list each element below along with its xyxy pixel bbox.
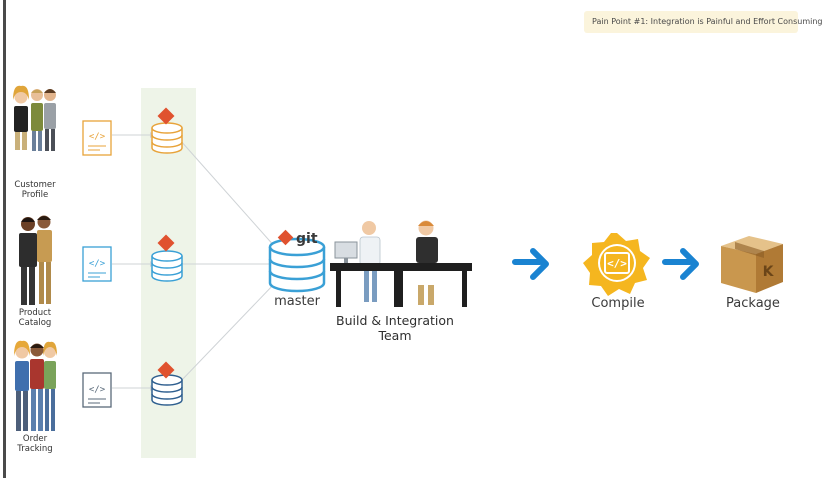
- person-icon: [44, 89, 56, 151]
- code-file-icon: </>: [82, 372, 112, 408]
- compile-badge-icon: </>: [583, 233, 650, 296]
- connector-line-1: [179, 139, 277, 249]
- connector-line-3: [179, 281, 277, 383]
- person-icon: [43, 341, 57, 431]
- integration-team-label: Build & Integration Team: [336, 313, 454, 343]
- person-icon: [37, 215, 52, 304]
- master-repository-icon: git: [268, 229, 326, 293]
- arrow-to-compile-icon: [512, 248, 549, 280]
- compile-label: Compile: [591, 296, 645, 311]
- svg-text:K: K: [763, 264, 775, 280]
- developer-group-product-catalog: [19, 215, 52, 305]
- integration-team-illustration: [330, 220, 472, 307]
- master-label: master: [274, 294, 320, 309]
- git-repository-icon: [151, 361, 183, 406]
- git-logo-text: git: [296, 231, 318, 247]
- git-repository-icon: [151, 234, 183, 282]
- svg-text:</>: </>: [89, 385, 106, 395]
- code-file-icon: </>: [82, 246, 112, 282]
- git-repository-icon: [151, 107, 183, 154]
- svg-text:</>: </>: [89, 259, 106, 269]
- diagram-canvas: </> </> </>: [13, 85, 783, 458]
- person-icon: [30, 343, 44, 431]
- monitor-icon: [334, 241, 358, 259]
- git-logo-icon: [157, 107, 175, 125]
- person-icon: [416, 220, 438, 305]
- developer-group-order-tracking: [14, 340, 57, 431]
- slide-title-banner: Pain Point #1: Integration is Painful an…: [584, 11, 823, 33]
- arrow-to-package-icon: [662, 248, 699, 280]
- svg-text:</>: </>: [89, 132, 106, 142]
- package-label: Package: [726, 296, 780, 311]
- git-logo-icon: [157, 234, 175, 252]
- person-icon: [359, 221, 381, 302]
- left-border: [3, 0, 6, 478]
- slide: </> </> </>: [3, 0, 823, 478]
- person-icon: [19, 217, 37, 305]
- connectors: [112, 134, 277, 389]
- person-icon: [13, 85, 29, 150]
- package-box-icon: K: [721, 236, 783, 293]
- person-icon: [14, 340, 30, 431]
- git-logo-icon: [277, 229, 294, 246]
- person-icon: [31, 89, 43, 151]
- code-file-icon: </>: [82, 120, 112, 156]
- git-logo-icon: [157, 361, 175, 379]
- developer-group-customer-profile: [13, 85, 56, 151]
- svg-text:</>: </>: [607, 257, 627, 270]
